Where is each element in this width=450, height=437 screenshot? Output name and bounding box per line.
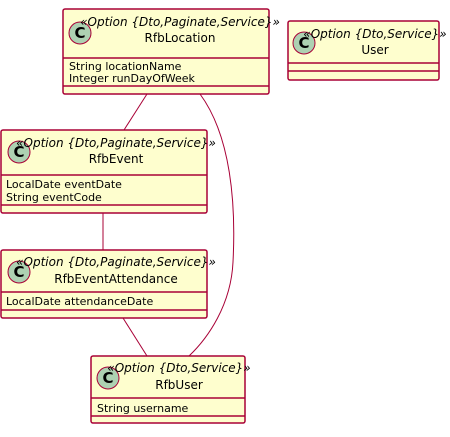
edge-rfblocation-rfbevent [123,93,148,131]
class-circle-letter: C [102,369,113,387]
class-c-icon [7,260,31,284]
class-c-icon [96,366,120,390]
class-attribute: String username [97,402,189,415]
class-name: RfbUser [155,378,203,392]
class-user[interactable]: C «Option {Dto,Service}» User [287,20,447,81]
class-name: RfbEventAttendance [54,272,178,286]
class-circle-letter: C [298,34,309,52]
class-stereotype: «Option {Dto,Service}» [303,27,446,41]
class-attribute: String eventCode [6,191,102,204]
class-stereotype: «Option {Dto,Paginate,Service}» [80,15,280,29]
class-stereotype: «Option {Dto,Paginate,Service}» [16,255,216,269]
class-circle-letter: C [13,143,24,161]
class-rfbuser[interactable]: C «Option {Dto,Service}» RfbUser String … [90,355,251,424]
class-c-icon [68,21,92,45]
class-circle-letter: C [13,263,24,281]
class-name: User [361,43,388,57]
edge-rfblocation-rfbuser [188,93,235,357]
class-circle-letter: C [74,24,85,42]
edge-rfbeventattendance-rfbuser [122,317,148,357]
class-attribute: String locationName [69,60,182,73]
class-c-icon [292,31,316,55]
class-name: RfbEvent [89,152,144,166]
class-attribute: LocalDate attendanceDate [6,295,153,308]
class-stereotype: «Option {Dto,Service}» [107,361,250,375]
class-rfbevent[interactable]: C «Option {Dto,Paginate,Service}» RfbEve… [0,129,216,214]
class-rfbeventattendance[interactable]: C «Option {Dto,Paginate,Service}» RfbEve… [0,249,216,319]
class-name: RfbLocation [145,31,216,45]
class-attribute: Integer runDayOfWeek [69,72,196,85]
class-attribute: LocalDate eventDate [6,178,122,191]
class-rfblocation[interactable]: C «Option {Dto,Paginate,Service}» RfbLoc… [62,8,280,95]
class-c-icon [7,140,31,164]
class-stereotype: «Option {Dto,Paginate,Service}» [16,136,216,150]
